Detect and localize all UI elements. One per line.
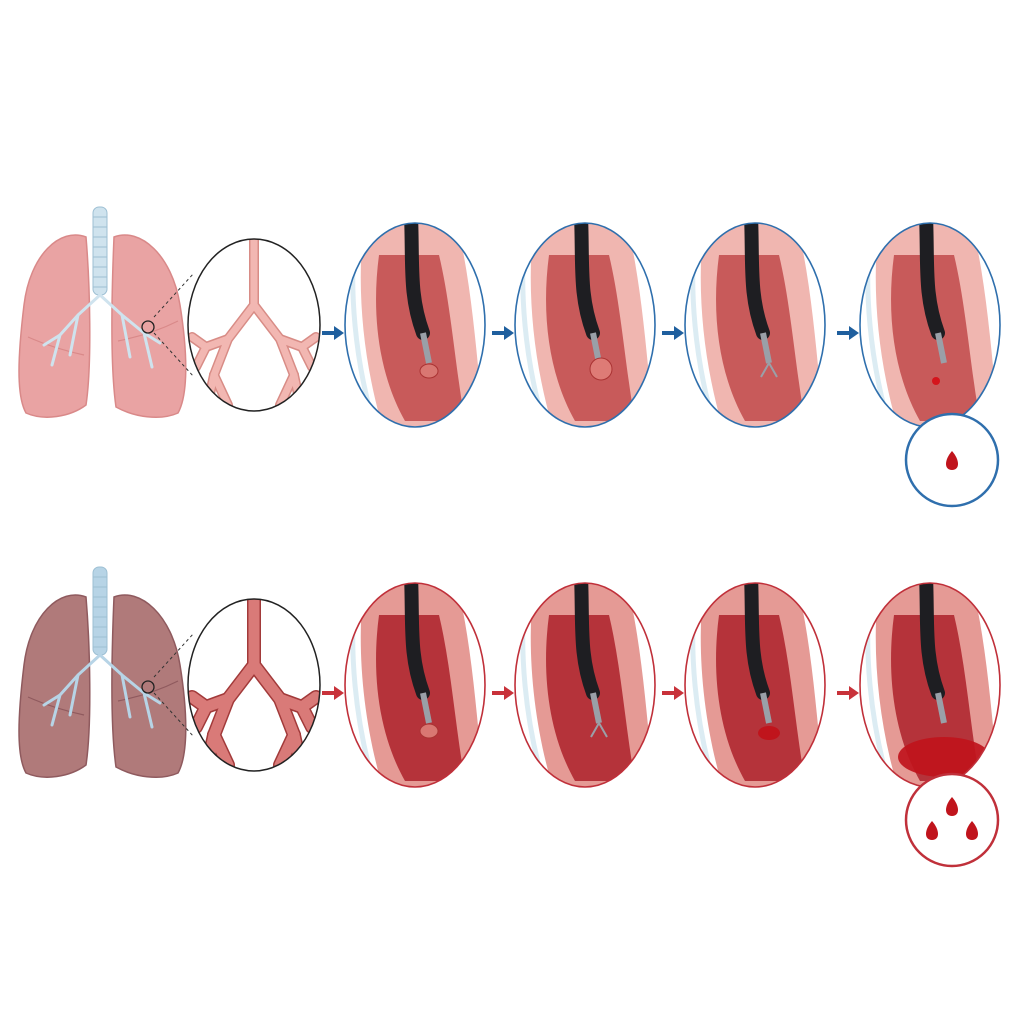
panel-content	[690, 223, 825, 427]
step-arrow	[662, 326, 684, 340]
bronchus	[276, 371, 298, 409]
bronchoscope	[744, 583, 770, 700]
panel-content	[690, 583, 825, 787]
bronchus	[190, 701, 212, 733]
panel-content	[520, 583, 655, 787]
bronchoscope	[404, 223, 430, 340]
blood-drop-icon	[946, 451, 958, 470]
forceps-jaws	[760, 362, 778, 378]
panel-frame	[684, 582, 826, 788]
trachea	[92, 206, 108, 296]
step-arrow	[322, 686, 344, 700]
forceps-jaws	[590, 722, 608, 738]
biopsy-panel-step-1	[344, 222, 486, 428]
zoom-frame	[187, 238, 321, 412]
bronchoscope	[744, 223, 770, 340]
biopsy-panel-step-3	[684, 222, 826, 428]
bronchoscope	[574, 583, 600, 700]
forceps-shaft	[935, 692, 947, 724]
right-lung	[111, 234, 187, 418]
left-lung	[18, 594, 91, 778]
arrow-head	[504, 686, 514, 700]
zoom-leader	[153, 692, 195, 738]
biopsy-panel-step-1	[344, 582, 486, 788]
arrow-head	[674, 686, 684, 700]
biopsy-panel-step-3	[684, 582, 826, 788]
arrow-head	[849, 686, 859, 700]
step-arrow	[492, 326, 514, 340]
arrow-head	[504, 326, 514, 340]
forceps-shaft	[420, 692, 432, 724]
step-arrow	[322, 326, 344, 340]
panel-content	[865, 583, 1000, 787]
zoom-frame	[187, 598, 321, 772]
tissue-bulge	[419, 363, 439, 379]
lungs-illustration	[18, 566, 187, 778]
trachea	[92, 566, 108, 656]
bronchoscope	[919, 223, 945, 340]
bronchoscope	[404, 583, 430, 700]
panel-content	[350, 223, 485, 427]
biopsy-panel-step-4	[859, 582, 1001, 788]
panel-content	[520, 223, 655, 427]
bleed-spot	[932, 377, 940, 385]
forceps-shaft	[760, 332, 772, 364]
blood-drop-icon	[946, 797, 958, 816]
bronchus	[192, 343, 210, 371]
forceps-shaft	[760, 692, 772, 724]
panel-frame	[514, 582, 656, 788]
bronchi-zoom	[187, 598, 321, 772]
bronchi-zoom	[187, 238, 321, 412]
bronchus	[274, 729, 300, 771]
bleeding-indicator	[904, 412, 1000, 508]
zoom-leader	[153, 332, 195, 378]
arrow-head	[334, 686, 344, 700]
panel-frame	[344, 222, 486, 428]
biopsy-panel-step-4	[859, 222, 1001, 428]
zoom-content	[188, 599, 320, 771]
bronchoscope	[919, 583, 945, 700]
panel-frame	[684, 222, 826, 428]
target-marker	[141, 680, 155, 694]
bronchus	[210, 371, 232, 409]
blood-drop-icon	[966, 821, 978, 840]
arrow-head	[334, 326, 344, 340]
forceps-shaft	[590, 692, 602, 724]
tissue-bulge	[419, 723, 439, 739]
diagram-rows	[18, 206, 1001, 868]
bronchus	[296, 701, 318, 733]
forceps-shaft	[935, 332, 947, 364]
step-arrow	[492, 686, 514, 700]
bleed-site	[758, 726, 780, 740]
step-arrow	[662, 686, 684, 700]
bleed-frame	[904, 772, 1000, 868]
step-arrow	[837, 686, 859, 700]
bronchial-tree	[42, 653, 162, 729]
row-diseased	[18, 566, 1001, 868]
blood-pool	[898, 737, 990, 777]
forceps-shaft	[420, 332, 432, 364]
biopsy-panel-step-2	[514, 582, 656, 788]
lungs-illustration	[18, 206, 187, 418]
bronchus	[298, 343, 316, 371]
arrow-head	[674, 326, 684, 340]
panel-frame	[514, 222, 656, 428]
tissue-sample	[589, 357, 613, 381]
bronchus	[208, 729, 234, 771]
left-lung	[18, 234, 91, 418]
blood-drop-icon	[926, 821, 938, 840]
bronchoscope	[574, 223, 600, 340]
bleeding-indicator	[904, 772, 1000, 868]
target-marker	[141, 320, 155, 334]
row-normal	[18, 206, 1001, 508]
zoom-leader	[153, 632, 195, 678]
right-lung	[111, 594, 187, 778]
biopsy-panel-step-2	[514, 222, 656, 428]
panel-frame	[344, 582, 486, 788]
step-arrow	[837, 326, 859, 340]
arrow-head	[849, 326, 859, 340]
bronchial-tree	[42, 293, 162, 369]
zoom-leader	[153, 272, 195, 318]
